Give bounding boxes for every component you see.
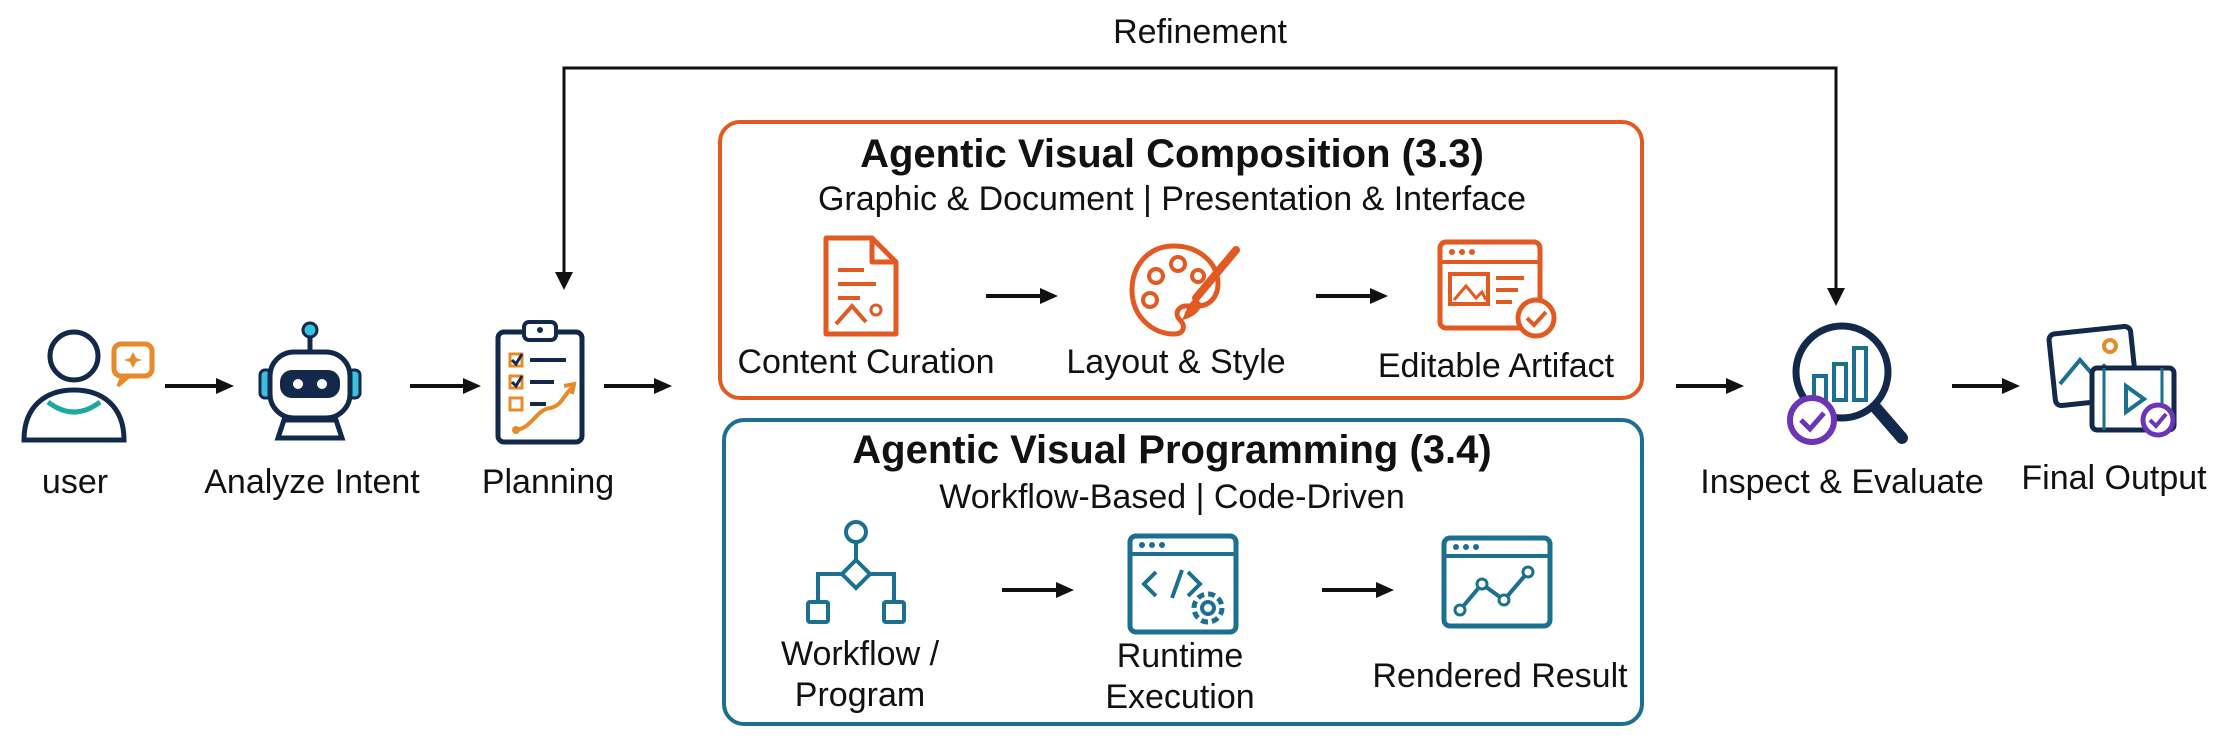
editable-window-icon: [1437, 239, 1557, 339]
composition-subtitle: Graphic & Document | Presentation & Inte…: [817, 180, 1527, 218]
runtime-execution-label: Runtime Execution: [1105, 637, 1255, 716]
composition-box: [718, 120, 1644, 400]
refinement-arrowhead-right: [1827, 288, 1845, 306]
content-curation-label: Content Curation: [737, 343, 995, 381]
media-output-icon: [2046, 324, 2177, 438]
robot-icon: [258, 321, 362, 441]
programming-box: [722, 418, 1644, 726]
analyze-intent-label: Analyze Intent: [204, 463, 420, 501]
workflow-icon: [806, 520, 906, 624]
composition-title: Agentic Visual Composition (3.3): [860, 132, 1484, 176]
chart-window-icon: [1441, 535, 1553, 629]
magnifier-chart-icon: [1787, 322, 1908, 445]
user-chat-icon: [21, 329, 155, 443]
refinement-arrowhead-left: [555, 272, 573, 290]
refinement-loop-line: [562, 66, 1838, 290]
final-output-label: Final Output: [2021, 459, 2207, 497]
user-label: user: [41, 463, 109, 501]
palette-icon: [1129, 243, 1240, 337]
programming-subtitle: Workflow-Based | Code-Driven: [939, 478, 1405, 516]
refinement-label: Refinement: [1113, 13, 1287, 51]
programming-title: Agentic Visual Programming (3.4): [852, 428, 1492, 472]
workflow-program-label: Workflow / Program: [780, 635, 940, 714]
planning-label: Planning: [481, 463, 615, 501]
code-gear-icon: [1127, 533, 1239, 635]
document-icon: [823, 235, 899, 337]
clipboard-plan-icon: [495, 320, 585, 445]
rendered-result-label: Rendered Result: [1372, 657, 1628, 695]
editable-artifact-label: Editable Artifact: [1377, 347, 1615, 385]
inspect-evaluate-label: Inspect & Evaluate: [1700, 463, 1984, 501]
layout-style-label: Layout & Style: [1066, 343, 1286, 381]
